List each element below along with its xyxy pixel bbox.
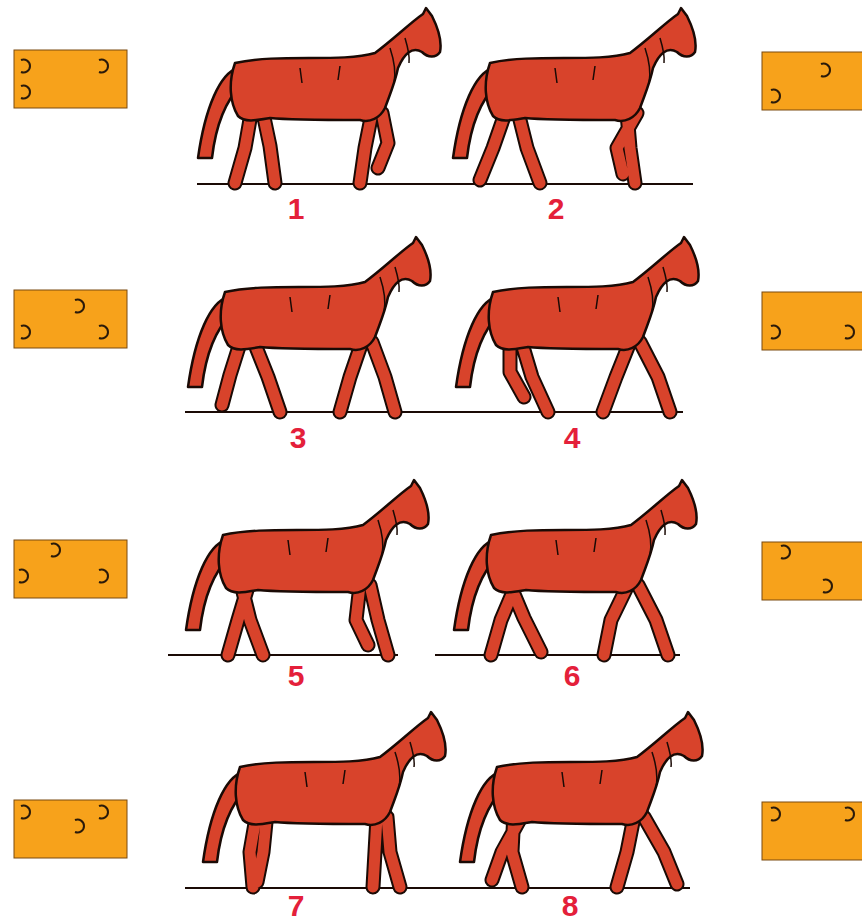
- frame-number: 8: [562, 889, 579, 923]
- frame-number: 1: [288, 192, 305, 226]
- frame-number: 5: [288, 659, 305, 693]
- horse-figure: [198, 8, 441, 183]
- frame-number: 2: [548, 192, 565, 226]
- horse-figure: [453, 8, 696, 183]
- footfall-box: [14, 50, 862, 860]
- horse-figure: [203, 712, 446, 887]
- frame-number: 6: [564, 659, 581, 693]
- horse-figure: [456, 237, 699, 412]
- horse-figure: [186, 480, 429, 655]
- horse-figure: [460, 712, 703, 887]
- frame-number: 7: [288, 889, 305, 923]
- horse-figure: [188, 237, 431, 412]
- frame-number: 3: [290, 421, 307, 455]
- frame-number: 4: [564, 421, 581, 455]
- horse-figure: [454, 480, 697, 655]
- hoofprint-symbol: [19, 60, 854, 833]
